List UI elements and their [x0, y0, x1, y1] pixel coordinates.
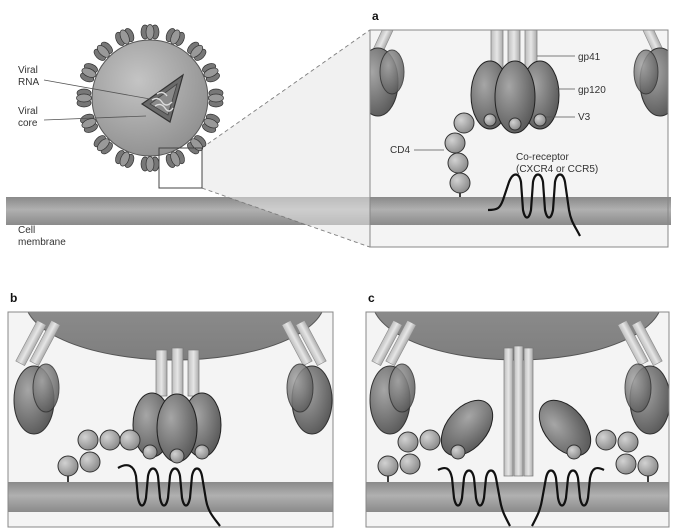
panel-c-gp41-extended: [504, 346, 533, 476]
panel-c-membrane: [366, 482, 669, 512]
panel-b: [8, 240, 333, 527]
label-cell-membrane-2: membrane: [18, 237, 66, 248]
panel-b-membrane: [8, 482, 333, 512]
panel-c-virion-envelope: [372, 240, 662, 360]
panel-a: [358, 20, 676, 247]
label-v3: V3: [578, 112, 591, 123]
panel-b-gp41: [156, 348, 199, 396]
label-viral-rna-2: RNA: [18, 77, 39, 88]
label-viral-core-1: Viral: [18, 106, 38, 117]
envelope-spike: [77, 89, 92, 107]
label-cd4: CD4: [390, 145, 410, 156]
panel-c: [366, 240, 670, 527]
envelope-spike: [209, 89, 224, 107]
envelope-spike: [141, 157, 159, 172]
label-coreceptor-2: (CXCR4 or CCR5): [516, 164, 598, 175]
panel-b-letter: b: [10, 291, 17, 305]
label-gp120: gp120: [578, 85, 606, 96]
label-gp41: gp41: [578, 52, 601, 63]
label-viral-rna-1: Viral: [18, 65, 38, 76]
panel-a-membrane: [370, 197, 668, 225]
panel-c-letter: c: [368, 291, 375, 305]
panel-b-virion-envelope: [25, 240, 325, 360]
label-cell-membrane-1: Cell: [18, 225, 35, 236]
virion: [77, 25, 224, 172]
panel-a-letter: a: [372, 9, 379, 23]
label-coreceptor-1: Co-receptor: [516, 152, 569, 163]
label-viral-core-2: core: [18, 118, 38, 129]
envelope-spike: [141, 25, 159, 40]
